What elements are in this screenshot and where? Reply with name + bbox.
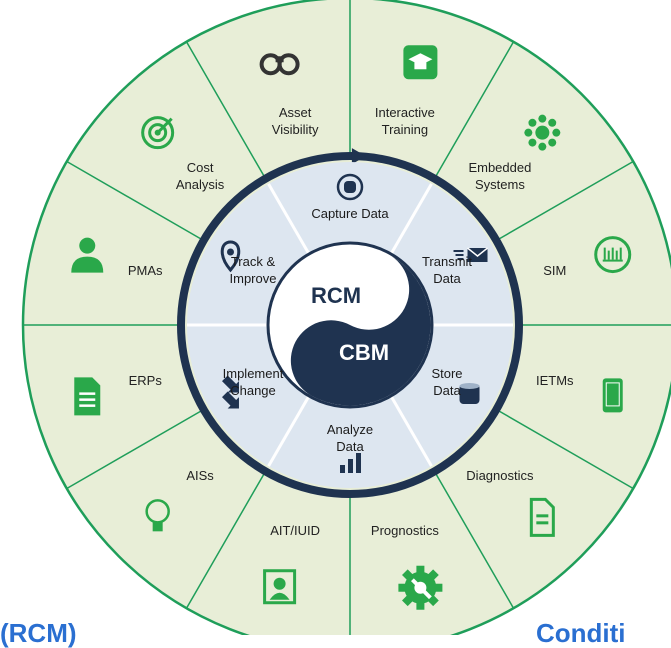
map-pin-icon [220,240,241,273]
outer-divider [66,410,202,490]
gear-wrench-icon [398,565,443,610]
outer-divider [185,41,265,177]
footer-left-text: (RCM) [0,618,77,648]
embedded-systems-icon [524,114,561,151]
arrows-icon [222,375,239,409]
cbm-label: CBM [339,340,389,365]
outer-segment-label: IETMs [536,373,574,388]
envelope-send-icon [453,247,488,262]
outer-segment-label: Diagnostics [466,468,534,483]
lightbulb-icon [145,499,170,532]
graduation-cap-icon [403,45,438,80]
database-circle-icon [336,173,364,201]
inner-divider [267,395,311,467]
outer-divider [66,160,202,240]
outer-segment-label: SIM [543,263,566,278]
outer-segment-label: AIT/IUID [270,523,320,538]
yin-half [290,253,431,406]
tablet-icon [602,378,623,413]
outer-divider [435,473,515,609]
outer-segment-label: ERPs [129,373,163,388]
inner-segment-label: Track &Improve [230,254,277,286]
cycle-arrow-icon [351,148,366,165]
binoculars-icon [259,53,300,76]
outer-segment-label: AISs [186,468,214,483]
yin-yang-center [266,241,434,409]
inner-divider [267,183,311,255]
outer-segment-label: PMAs [128,263,163,278]
inner-divider [389,395,433,467]
inner-segment-label: Capture Data [311,206,389,221]
target-icon [141,116,175,150]
document-icon [74,377,101,416]
outer-divider [498,410,634,490]
outer-divider [498,160,634,240]
person-icon [71,237,104,273]
id-badge-icon [263,569,297,605]
outer-divider [185,473,265,609]
dark-ring [177,152,523,498]
footer-right-text: Conditi [536,618,626,648]
inner-divider [389,183,433,255]
bar-chart-icon [340,453,361,473]
sim-icon [594,236,632,274]
rcm-label: RCM [311,283,361,308]
outer-segment-label: Prognostics [371,523,439,538]
outer-divider [435,41,515,177]
clipboard-icon [529,497,555,537]
database-icon [459,383,480,404]
